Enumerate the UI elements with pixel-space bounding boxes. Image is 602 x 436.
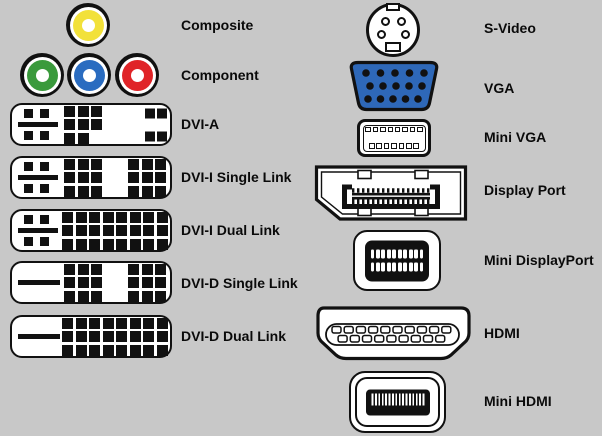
label-component: Component bbox=[181, 67, 259, 83]
component-rca-green-icon bbox=[20, 53, 64, 97]
dvi-pin-grid bbox=[128, 263, 166, 302]
label-mini-vga: Mini VGA bbox=[484, 129, 547, 145]
label-hdmi: HDMI bbox=[484, 325, 520, 341]
dvi-pin-grid bbox=[64, 263, 102, 302]
label-composite: Composite bbox=[181, 17, 254, 33]
label-dvi-i-single: DVI-I Single Link bbox=[181, 169, 292, 185]
dvi-pin-grid bbox=[128, 158, 166, 197]
dvi-pin-grid bbox=[64, 105, 102, 144]
composite-rca-icon bbox=[66, 3, 110, 47]
component-rca-blue-icon bbox=[67, 53, 111, 97]
vga-icon bbox=[349, 60, 439, 112]
label-mini-hdmi: Mini HDMI bbox=[484, 393, 552, 409]
dvi-pin-grid bbox=[64, 158, 102, 197]
dvi-pin-grid bbox=[62, 317, 168, 356]
label-mini-displayport: Mini DisplayPort bbox=[484, 252, 594, 268]
dvi-pin-grid bbox=[62, 211, 168, 250]
dvi-i-single-link-icon bbox=[10, 156, 172, 199]
label-s-video: S-Video bbox=[484, 20, 536, 36]
label-dvi-a: DVI-A bbox=[181, 116, 220, 132]
label-display-port: Display Port bbox=[484, 182, 566, 198]
s-video-icon bbox=[366, 3, 420, 57]
s-video-keyway bbox=[385, 42, 401, 52]
component-rca-red-icon bbox=[115, 53, 159, 97]
mini-hdmi-icon bbox=[349, 371, 446, 433]
mini-displayport-icon bbox=[353, 230, 441, 291]
display-port-icon bbox=[314, 165, 468, 221]
dvi-flat-blade bbox=[18, 265, 60, 301]
dvi-a-icon bbox=[10, 103, 172, 146]
label-dvi-d-single: DVI-D Single Link bbox=[181, 275, 298, 291]
mini-vga-icon bbox=[357, 119, 431, 157]
dvi-flat-blade bbox=[18, 319, 60, 355]
dvi-analog-cross bbox=[18, 107, 60, 143]
label-vga: VGA bbox=[484, 80, 515, 96]
label-dvi-i-dual: DVI-I Dual Link bbox=[181, 222, 280, 238]
dvi-pin-grid bbox=[145, 108, 167, 141]
hdmi-icon bbox=[316, 306, 471, 361]
dvi-analog-cross bbox=[18, 213, 60, 249]
s-video-top-notch bbox=[386, 3, 400, 11]
dvi-analog-cross bbox=[18, 160, 60, 196]
dvi-d-dual-link-icon bbox=[10, 315, 172, 358]
dvi-i-dual-link-icon bbox=[10, 209, 172, 252]
dvi-d-single-link-icon bbox=[10, 261, 172, 304]
label-dvi-d-dual: DVI-D Dual Link bbox=[181, 328, 287, 344]
